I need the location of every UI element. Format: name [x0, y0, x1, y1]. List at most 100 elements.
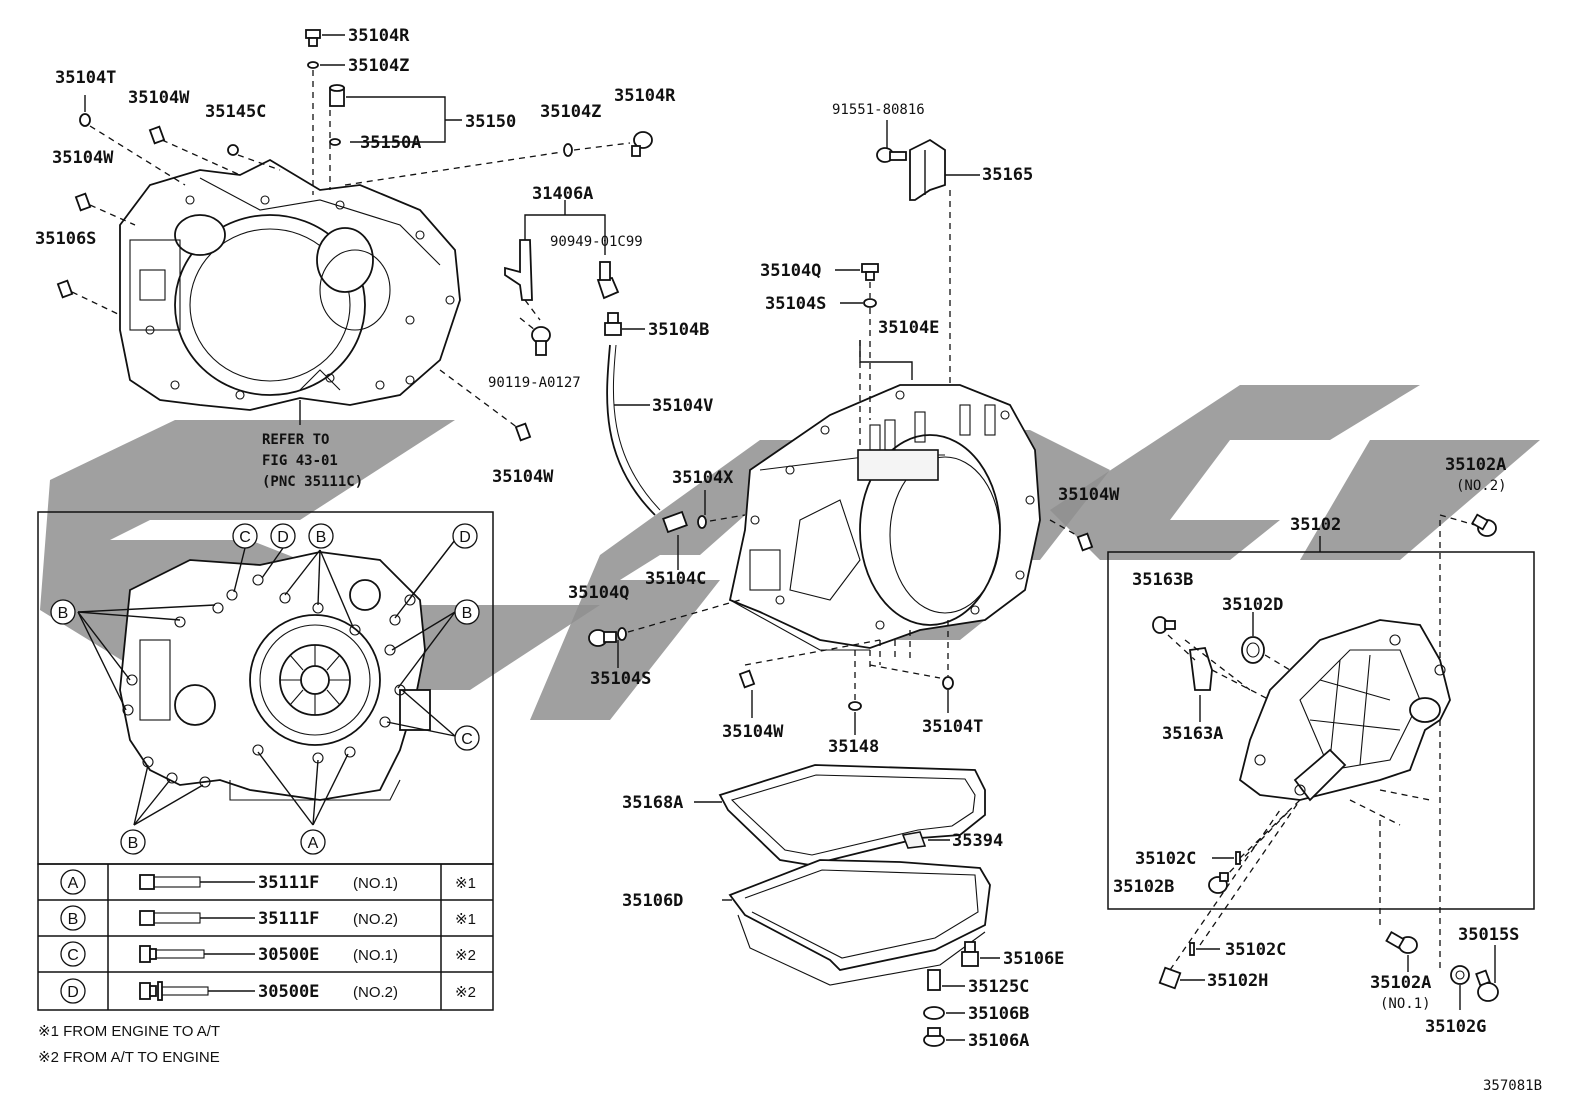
label-35104R-mid: 35104R — [614, 86, 676, 106]
label-35125C: 35125C — [968, 977, 1029, 997]
row-d-key: D — [67, 984, 79, 1001]
washer-35104Z-mid — [563, 143, 573, 157]
refer-note-line-3: (PNC 35111C) — [262, 474, 363, 490]
callout-c-top: C — [232, 523, 258, 549]
leaders-right-box — [1167, 514, 1476, 971]
pin-35104W-d — [1076, 532, 1094, 552]
plug-35106A — [923, 1027, 965, 1047]
oring-35104T-low — [942, 676, 954, 690]
label-31406A: 31406A — [532, 184, 593, 204]
pin-35104W-a — [148, 125, 166, 145]
diagram-id: 357081B — [1483, 1078, 1542, 1094]
label-35106A: 35106A — [968, 1031, 1029, 1051]
label-35104S-top: 35104S — [765, 294, 826, 314]
bolt-table-row-b: B 35111F (NO.2) ※1 — [60, 905, 476, 931]
bolt-35104R-mid — [631, 131, 653, 157]
gasket-35106B — [923, 1006, 965, 1020]
transaxle-rear-view — [119, 551, 431, 801]
refer-note-line-2: FIG 43-01 — [262, 453, 338, 469]
label-35102G: 35102G — [1425, 1017, 1486, 1037]
label-35150: 35150 — [465, 112, 516, 132]
pin-35104W-b — [74, 192, 92, 212]
callout-d-top-left-label: D — [277, 529, 289, 546]
label-35102A-low-no: (NO.1) — [1380, 996, 1431, 1012]
label-35102A-low: 35102A — [1370, 973, 1431, 993]
label-35104W-d: 35104W — [1058, 485, 1120, 505]
callout-b-top: B — [308, 523, 334, 549]
label-35104C: 35104C — [645, 569, 706, 589]
union-35104B — [604, 312, 645, 336]
label-35104T-low: 35104T — [922, 717, 983, 737]
label-35163B: 35163B — [1132, 570, 1193, 590]
row-c-part: 30500E — [258, 945, 319, 965]
row-a-mark: ※1 — [455, 875, 476, 892]
label-35168A: 35168A — [622, 793, 683, 813]
row-a-part: 35111F — [258, 873, 319, 893]
bolt-callout-leaders — [77, 539, 456, 826]
label-35102B: 35102B — [1113, 877, 1174, 897]
label-35104X: 35104X — [672, 468, 734, 488]
plug-35102B — [1208, 872, 1229, 894]
plug-35150 — [329, 84, 345, 107]
label-35015S: 35015S — [1458, 925, 1519, 945]
bolt-35104R-top — [305, 29, 321, 47]
bracket-35163A — [1188, 647, 1213, 722]
pin-35106S — [56, 279, 74, 299]
callout-c-top-label: C — [239, 529, 251, 546]
part-labels: 35104R 35104Z 35150 35150A 35104T 35104W… — [35, 26, 1519, 1051]
label-35104W-b: 35104W — [52, 148, 114, 168]
drain-plug-35106E — [961, 941, 1000, 967]
row-d-no: (NO.2) — [353, 984, 398, 1001]
label-35104T-left: 35104T — [55, 68, 116, 88]
callout-b-bottom-label: B — [128, 835, 139, 852]
label-35104Z-top: 35104Z — [348, 56, 409, 76]
label-35106D: 35106D — [622, 891, 683, 911]
row-b-no: (NO.2) — [353, 911, 398, 928]
oil-pan-35106D — [722, 859, 991, 986]
label-35104B: 35104B — [648, 320, 709, 340]
label-35104W-e: 35104W — [722, 722, 784, 742]
extension-housing-35102 — [1238, 619, 1451, 802]
label-90949-01C99: 90949-01C99 — [550, 234, 643, 250]
row-a-no: (NO.1) — [353, 875, 398, 892]
bolt-35163B — [1152, 616, 1176, 634]
row-d-part: 30500E — [258, 982, 319, 1002]
converter-housing-center — [728, 384, 1041, 651]
clip-90949-01C99 — [596, 261, 620, 300]
tube-35104V — [606, 344, 661, 516]
bolt-table — [37, 863, 494, 1011]
washer-35104Z-top — [307, 61, 319, 69]
label-35394: 35394 — [952, 831, 1003, 851]
bolt-35104Q-low — [588, 629, 617, 647]
pin-35104W-e — [738, 669, 756, 689]
label-35102H: 35102H — [1207, 971, 1268, 991]
label-35102A-top-no: (NO.2) — [1456, 478, 1507, 494]
callout-d-top-right-label: D — [459, 529, 471, 546]
bracket-31406A — [504, 200, 606, 301]
callout-b-bottom: B — [120, 829, 146, 855]
oring-35148 — [848, 701, 862, 711]
plug-35015S — [1475, 945, 1499, 1002]
label-35148: 35148 — [828, 737, 879, 757]
callout-c-right-label: C — [461, 731, 473, 748]
label-35163A: 35163A — [1162, 724, 1223, 744]
drain-plug-35125C — [927, 969, 965, 991]
callout-a-bottom-label: A — [308, 835, 319, 852]
label-35106E: 35106E — [1003, 949, 1064, 969]
callout-d-top-left: D — [270, 523, 296, 549]
label-35102: 35102 — [1290, 515, 1341, 535]
washer-35104S-top — [863, 298, 877, 308]
label-35102C-a: 35102C — [1135, 849, 1196, 869]
row-b-key: B — [68, 911, 79, 928]
label-35150A: 35150A — [360, 133, 421, 153]
gasket-35168A — [694, 764, 986, 866]
callout-b-top-label: B — [316, 529, 327, 546]
label-35104R-top: 35104R — [348, 26, 410, 46]
oring-35150A — [329, 138, 341, 146]
callout-b-left: B — [50, 599, 76, 625]
screen-35394 — [901, 831, 950, 849]
extension-housing-group-box — [1107, 551, 1535, 910]
washer-35104X — [697, 515, 707, 529]
leaders-top-left — [71, 34, 631, 429]
